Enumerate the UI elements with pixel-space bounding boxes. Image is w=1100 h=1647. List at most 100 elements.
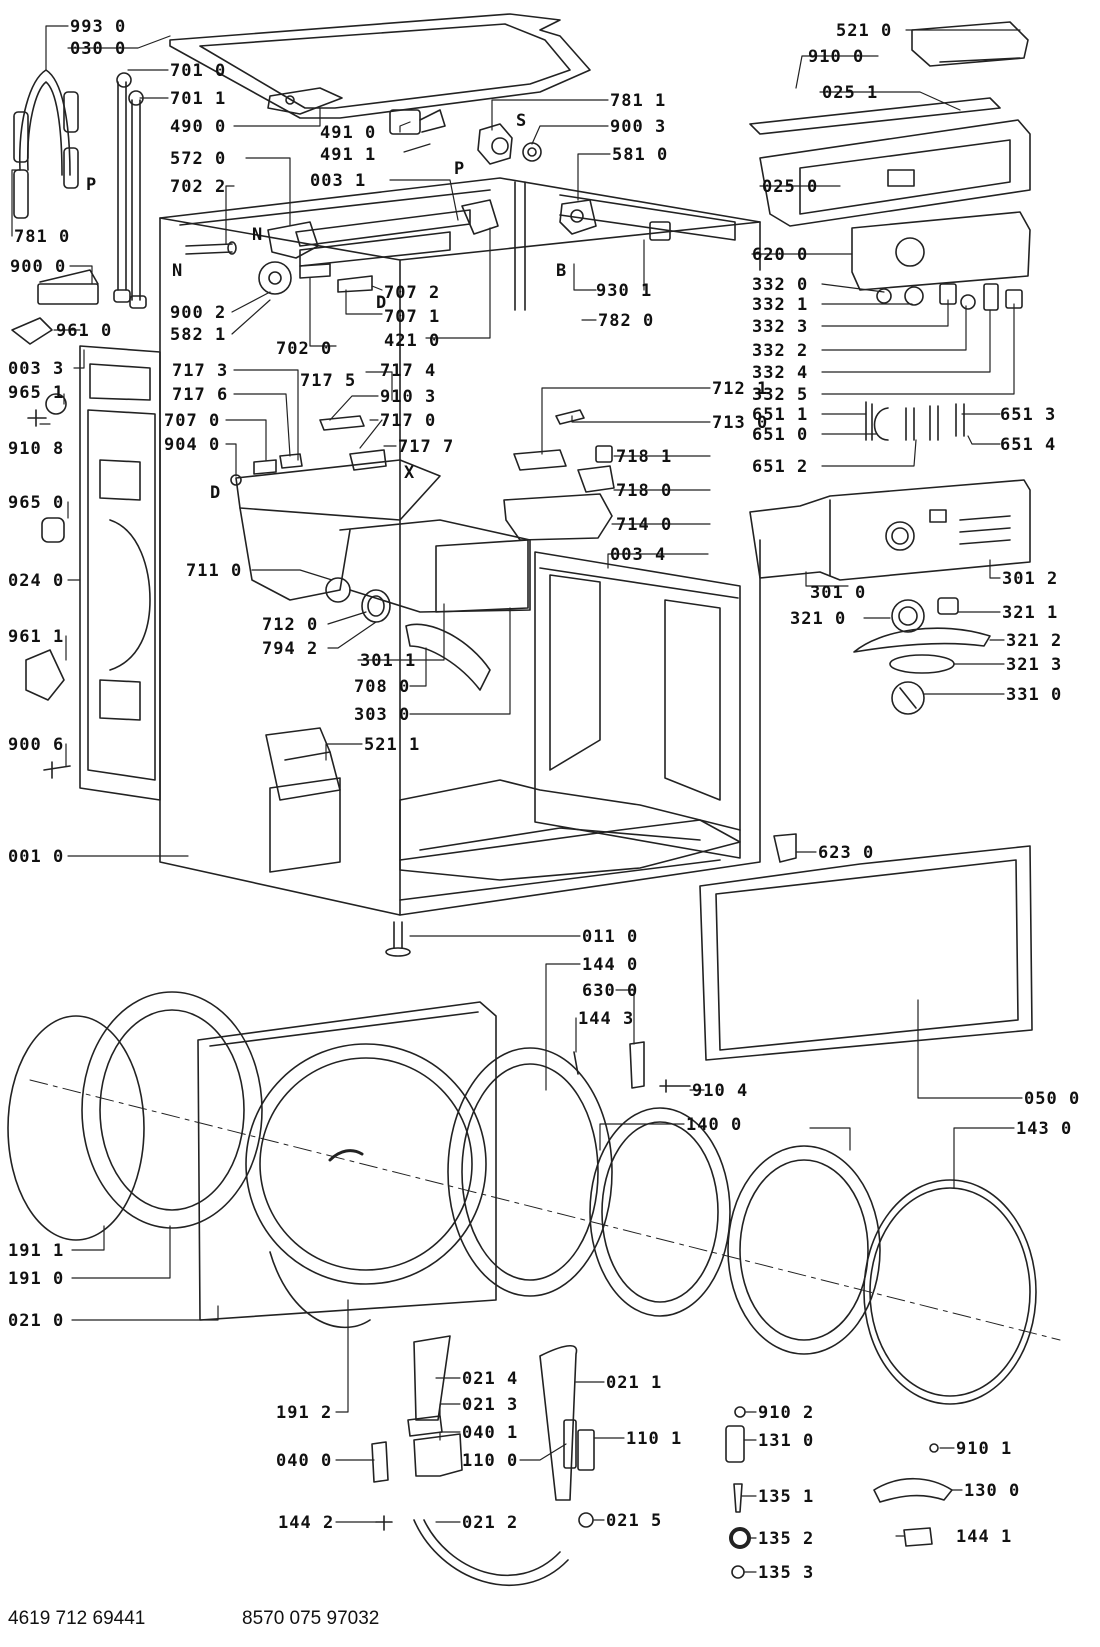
part-label: 965 1 <box>8 383 65 403</box>
button-321-1 <box>937 597 959 615</box>
part-label: 904 0 <box>164 435 221 455</box>
part-label: 332 0 <box>752 275 809 295</box>
front-panel-021 <box>197 1001 497 1321</box>
part-label: 900 3 <box>610 117 667 137</box>
pump-assembly-572 <box>267 221 319 259</box>
seal-021-1 <box>539 1345 578 1501</box>
part-label: 910 2 <box>758 1403 815 1423</box>
part-label: 030 0 <box>70 39 127 59</box>
marker-letter: N <box>172 261 184 281</box>
part-label: 490 0 <box>170 117 227 137</box>
part-label: 961 1 <box>8 627 65 647</box>
screw-144-2 <box>375 1515 393 1531</box>
clip-144-1 <box>903 1527 933 1547</box>
part-label: 781 1 <box>610 91 667 111</box>
knob-331 <box>891 681 925 715</box>
part-label: 135 1 <box>758 1487 815 1507</box>
part-label: 140 0 <box>686 1115 743 1135</box>
part-label: 701 1 <box>170 89 227 109</box>
leader-lines <box>11 25 1023 1573</box>
part-label: 993 0 <box>70 17 127 37</box>
part-label: 717 4 <box>380 361 437 381</box>
part-label: 718 0 <box>616 481 673 501</box>
part-label: 961 0 <box>56 321 113 341</box>
latch-630 <box>629 1041 645 1089</box>
part-label: 713 0 <box>712 413 769 433</box>
part-label: 332 1 <box>752 295 809 315</box>
part-label: 003 3 <box>8 359 65 379</box>
detergent-dispenser <box>235 459 531 613</box>
ring-321-0 <box>891 599 925 633</box>
base-floor <box>399 779 741 881</box>
door-ring-143 <box>727 1145 881 1355</box>
top-lid-frame <box>169 13 591 119</box>
marker-letter: P <box>86 175 98 195</box>
pressure-switch-581 <box>559 199 597 235</box>
part-label: 301 1 <box>360 651 417 671</box>
part-label: 717 5 <box>300 371 357 391</box>
badge-321-3 <box>889 654 955 674</box>
drum-191-1 <box>7 1015 145 1241</box>
hose-708 <box>405 623 491 691</box>
part-label: 900 0 <box>10 257 67 277</box>
foot-011 <box>385 921 411 957</box>
electronic-module-521-0 <box>911 21 1029 67</box>
screw-910-1 <box>929 1443 939 1453</box>
part-label: 794 2 <box>262 639 319 659</box>
part-label: 718 1 <box>616 447 673 467</box>
clip-718-1 <box>595 445 613 463</box>
part-label: 651 3 <box>1000 405 1057 425</box>
front-cover-050 <box>699 845 1033 1061</box>
door-lock-961-1 <box>25 649 65 701</box>
part-label: 130 0 <box>964 1481 1021 1501</box>
part-label: 331 0 <box>1006 685 1063 705</box>
knobs-332 <box>876 283 1023 311</box>
valve-421 <box>461 199 499 235</box>
part-label: 910 3 <box>380 387 437 407</box>
part-label: 321 0 <box>790 609 847 629</box>
part-label: 050 0 <box>1024 1089 1081 1109</box>
part-label: 910 1 <box>956 1439 1013 1459</box>
part-label: 301 0 <box>810 583 867 603</box>
knob-021-5 <box>578 1512 594 1528</box>
part-label: 421 0 <box>384 331 441 351</box>
part-label: 910 8 <box>8 439 65 459</box>
part-label: 712 1 <box>712 379 769 399</box>
part-label: 900 6 <box>8 735 65 755</box>
part-label: 702 0 <box>276 339 333 359</box>
trim-110-1 <box>577 1429 595 1471</box>
part-label: 332 2 <box>752 341 809 361</box>
clip-490 <box>267 87 343 115</box>
marker-letter: B <box>556 261 568 281</box>
part-label: 011 0 <box>582 927 639 947</box>
part-label: 651 4 <box>1000 435 1057 455</box>
part-label: 572 0 <box>170 149 227 169</box>
part-label: 191 1 <box>8 1241 65 1261</box>
screw-144-3 <box>573 1051 579 1075</box>
motor-582 <box>258 261 292 295</box>
part-label: 021 5 <box>606 1511 663 1531</box>
board-620 <box>851 211 1031 291</box>
part-label: 651 0 <box>752 425 809 445</box>
part-label: 131 0 <box>758 1431 815 1451</box>
screw-910-4 <box>659 1079 691 1093</box>
part-label: 021 0 <box>8 1311 65 1331</box>
cover-021-4 <box>413 1335 451 1421</box>
part-label: 332 4 <box>752 363 809 383</box>
marker-letter: N <box>252 225 264 245</box>
part-label: 712 0 <box>262 615 319 635</box>
drum-191-0 <box>81 991 263 1229</box>
part-label: 332 5 <box>752 385 809 405</box>
part-label: 025 1 <box>822 83 879 103</box>
handle-131 <box>725 1425 745 1463</box>
inlet-hoses-pair <box>113 72 147 309</box>
part-label: 332 3 <box>752 317 809 337</box>
clip-930-1 <box>649 221 671 241</box>
part-label: 702 2 <box>170 177 227 197</box>
control-board-521-1 <box>265 727 341 873</box>
marker-letter: S <box>516 111 528 131</box>
pressure-part-781-1 <box>477 123 513 165</box>
part-label: 521 0 <box>836 21 893 41</box>
pipe-707 <box>299 263 373 293</box>
